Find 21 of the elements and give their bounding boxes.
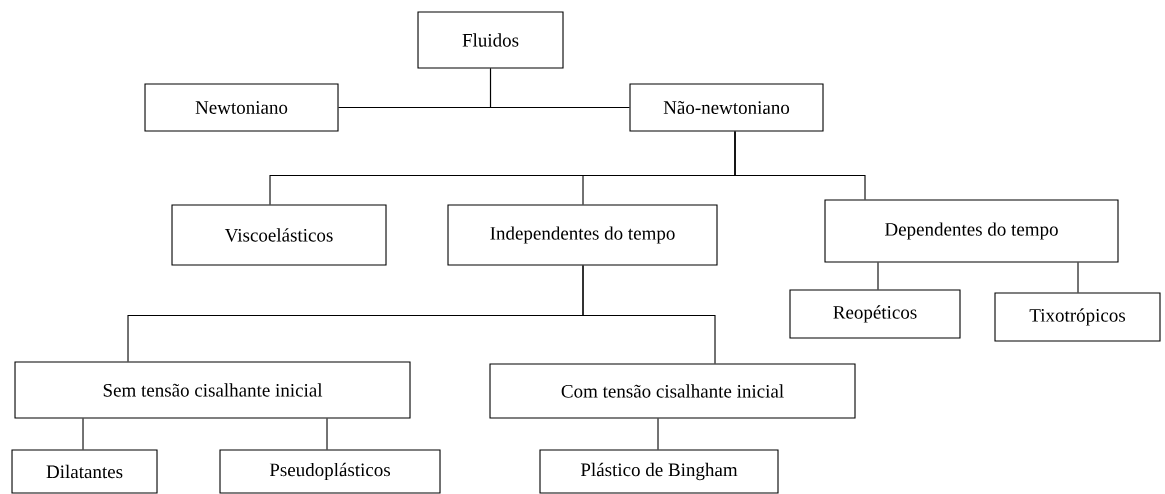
category-box: Com tensão cisalhante inicial [489,363,856,419]
connector-line [877,262,879,290]
category-box: Newtoniano [144,83,339,132]
category-box: Reopéticos [789,289,961,339]
category-box: Plástico de Bingham [539,449,779,494]
category-box: Fluidos [417,11,564,69]
connector-line [582,265,716,364]
category-box: Dilatantes [11,449,158,494]
connector-line [82,418,84,450]
category-box: Pseudoplásticos [219,449,441,494]
category-box: Não-newtoniano [629,83,824,132]
connector-line [657,418,659,450]
connector-line [734,131,866,200]
connector-line [1077,262,1079,293]
category-box: Dependentes do tempo [824,199,1119,263]
category-box: Tixotrópicos [994,292,1161,342]
connector-line [326,418,328,450]
category-box: Viscoelásticos [171,204,387,266]
category-box: Sem tensão cisalhante inicial [14,361,411,419]
connector-line [489,68,630,109]
category-box: Independentes do tempo [447,204,718,266]
